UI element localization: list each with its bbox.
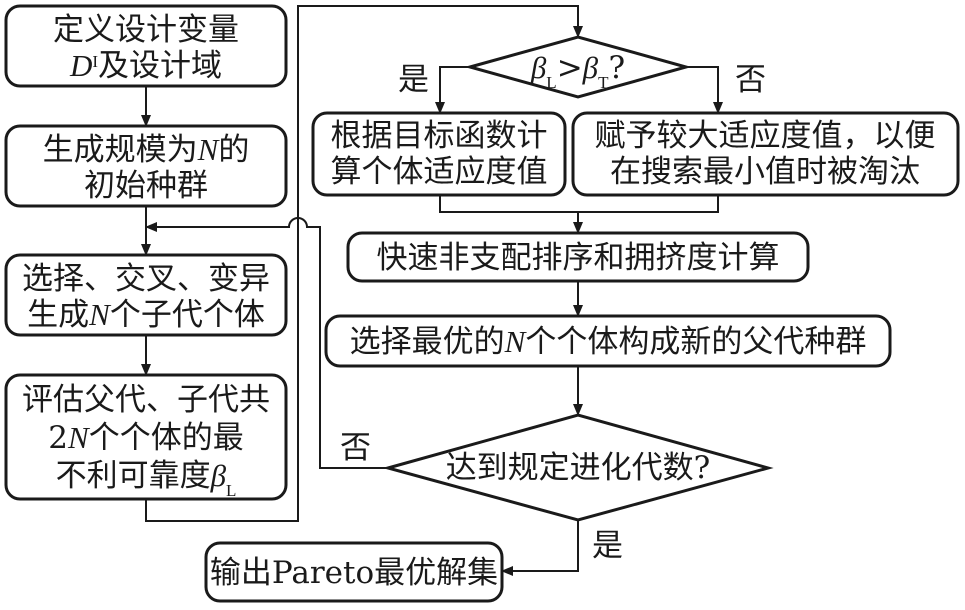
edge-decision1-no (686, 66, 723, 114)
label-d1-no: 否 (735, 62, 766, 98)
node-evaluate-reliability: 评估父代、子代共 2N个个体的最 不利可靠度βL (4, 373, 288, 501)
node-compute-fitness: 根据目标函数计 算个体适应度值 (311, 111, 567, 197)
evaluate-line2: 2N个个体的最 (48, 420, 243, 456)
define-var: D (69, 48, 92, 83)
edge-decision2-yes (501, 520, 579, 576)
node-init-population: 生成规模为N的 初始种群 (4, 124, 288, 208)
evaluate-line3: 不利可靠度βL (56, 458, 237, 500)
init-line2: 初始种群 (84, 168, 208, 204)
label-d2-yes: 是 (592, 528, 623, 564)
fitness-line2: 算个体适应度值 (331, 154, 548, 190)
evolve-line2-b: 个子代个体 (110, 297, 265, 333)
decision1-q: ? (609, 50, 626, 86)
edge-decision2-no-loop (145, 217, 388, 469)
define-sup: I (92, 52, 98, 71)
penalty-line2: 在搜索最小值时被淘汰 (610, 154, 920, 190)
evaluate-num: 2 (48, 420, 68, 456)
define-line2: DI及设计域 (69, 48, 222, 84)
node-select-parents: 选择最优的N个个体构成新的父代种群 (324, 314, 892, 368)
evolve-line2-a: 生成 (27, 297, 89, 333)
select-label: 选择最优的N个个体构成新的父代种群 (350, 324, 867, 360)
evolve-var: N (88, 297, 112, 332)
decision1-sub1: L (546, 73, 556, 92)
edge-decision1-yes (435, 66, 470, 114)
evaluate-line1: 评估父代、子代共 (22, 382, 270, 418)
evaluate-beta-sub: L (226, 481, 236, 500)
evaluate-line2-b: 个个体的最 (89, 420, 244, 456)
label-d2-no: 否 (340, 430, 371, 466)
sort-label: 快速非支配排序和拥挤度计算 (377, 240, 780, 276)
edge-merge-branches (439, 195, 719, 213)
node-genetic-operations: 选择、交叉、变异 生成N个子代个体 (4, 253, 288, 337)
output-label: 输出Pareto最优解集 (210, 555, 498, 591)
evaluate-line3-a: 不利可靠度 (56, 458, 211, 494)
evaluate-beta: β (210, 458, 227, 493)
penalty-line1: 赋予较大适应度值，以便 (595, 118, 936, 154)
evolve-line1: 选择、交叉、变异 (22, 261, 270, 297)
init-line1-a: 生成规模为 (43, 132, 198, 168)
node-decision-generations: 达到规定进化代数? (382, 413, 774, 522)
evaluate-var: N (67, 420, 91, 455)
fitness-line1: 根据目标函数计 (331, 118, 548, 154)
select-var: N (504, 324, 528, 359)
decision1-beta2: β (582, 50, 599, 85)
define-line1: 定义设计变量 (53, 12, 239, 48)
edge-evaluate-to-decision1 (145, 5, 583, 522)
init-var: N (197, 132, 221, 167)
node-output-pareto: 输出Pareto最优解集 (204, 541, 504, 603)
node-decision-beta: βL>βT? (464, 35, 692, 99)
decision2-label: 达到规定进化代数? (446, 450, 711, 486)
select-label-b: 个个体构成新的父代种群 (525, 324, 866, 360)
decision1-beta1: β (530, 50, 547, 85)
decision1-op: > (557, 50, 583, 86)
evolve-line2: 生成N个子代个体 (27, 297, 265, 333)
init-line1-b: 的 (218, 132, 249, 168)
node-assign-penalty: 赋予较大适应度值，以便 在搜索最小值时被淘汰 (571, 111, 960, 197)
define-line2-rest: 及设计域 (98, 48, 222, 84)
node-define-variables: 定义设计变量 DI及设计域 (4, 4, 288, 88)
decision1-sub2: T (598, 73, 609, 92)
label-d1-yes: 是 (398, 62, 429, 98)
decision1-label: βL>βT? (530, 50, 625, 92)
node-nondominated-sort: 快速非支配排序和拥挤度计算 (346, 231, 810, 283)
init-line1: 生成规模为N的 (43, 132, 250, 168)
select-label-a: 选择最优的 (350, 324, 505, 360)
